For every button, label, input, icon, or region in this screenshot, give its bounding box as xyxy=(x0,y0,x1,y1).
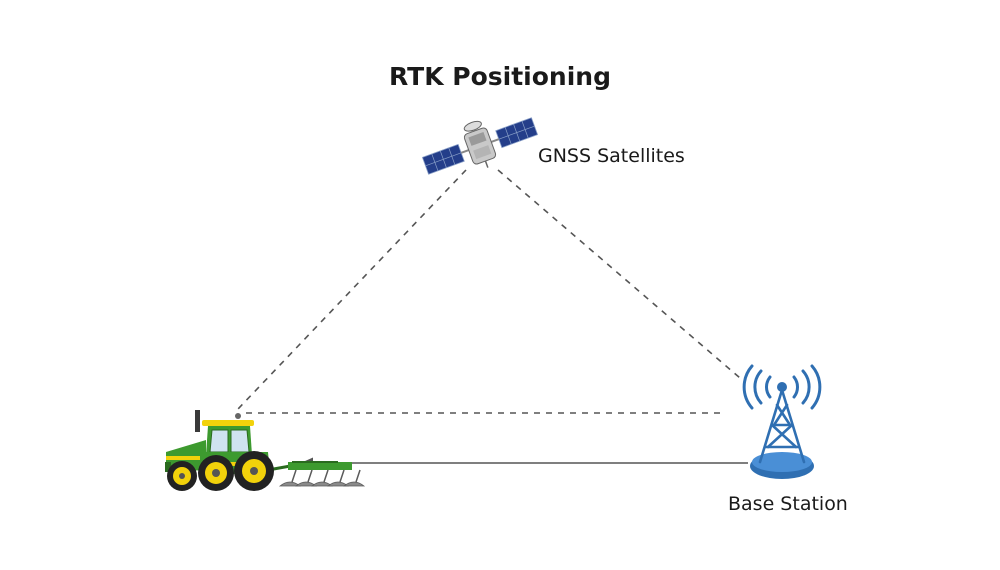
solar-panel-left xyxy=(421,143,465,175)
diagram-title: RTK Positioning xyxy=(389,62,611,91)
signal-waves xyxy=(742,364,822,410)
front-wheel xyxy=(167,461,197,491)
solar-panel-right xyxy=(495,117,539,149)
rear-wheel xyxy=(234,451,274,491)
tower-antenna xyxy=(777,382,787,392)
link-satellite-to-rover xyxy=(237,169,467,410)
radio-tower-icon xyxy=(742,364,822,479)
link-satellite-to-base xyxy=(497,169,741,379)
satellite-icon xyxy=(421,117,539,175)
plow-implement xyxy=(267,461,366,487)
middle-wheel xyxy=(198,455,234,491)
tractor-icon xyxy=(165,410,366,491)
satellite-label: GNSS Satellites xyxy=(538,145,685,167)
base-station-label: Base Station xyxy=(728,493,848,515)
